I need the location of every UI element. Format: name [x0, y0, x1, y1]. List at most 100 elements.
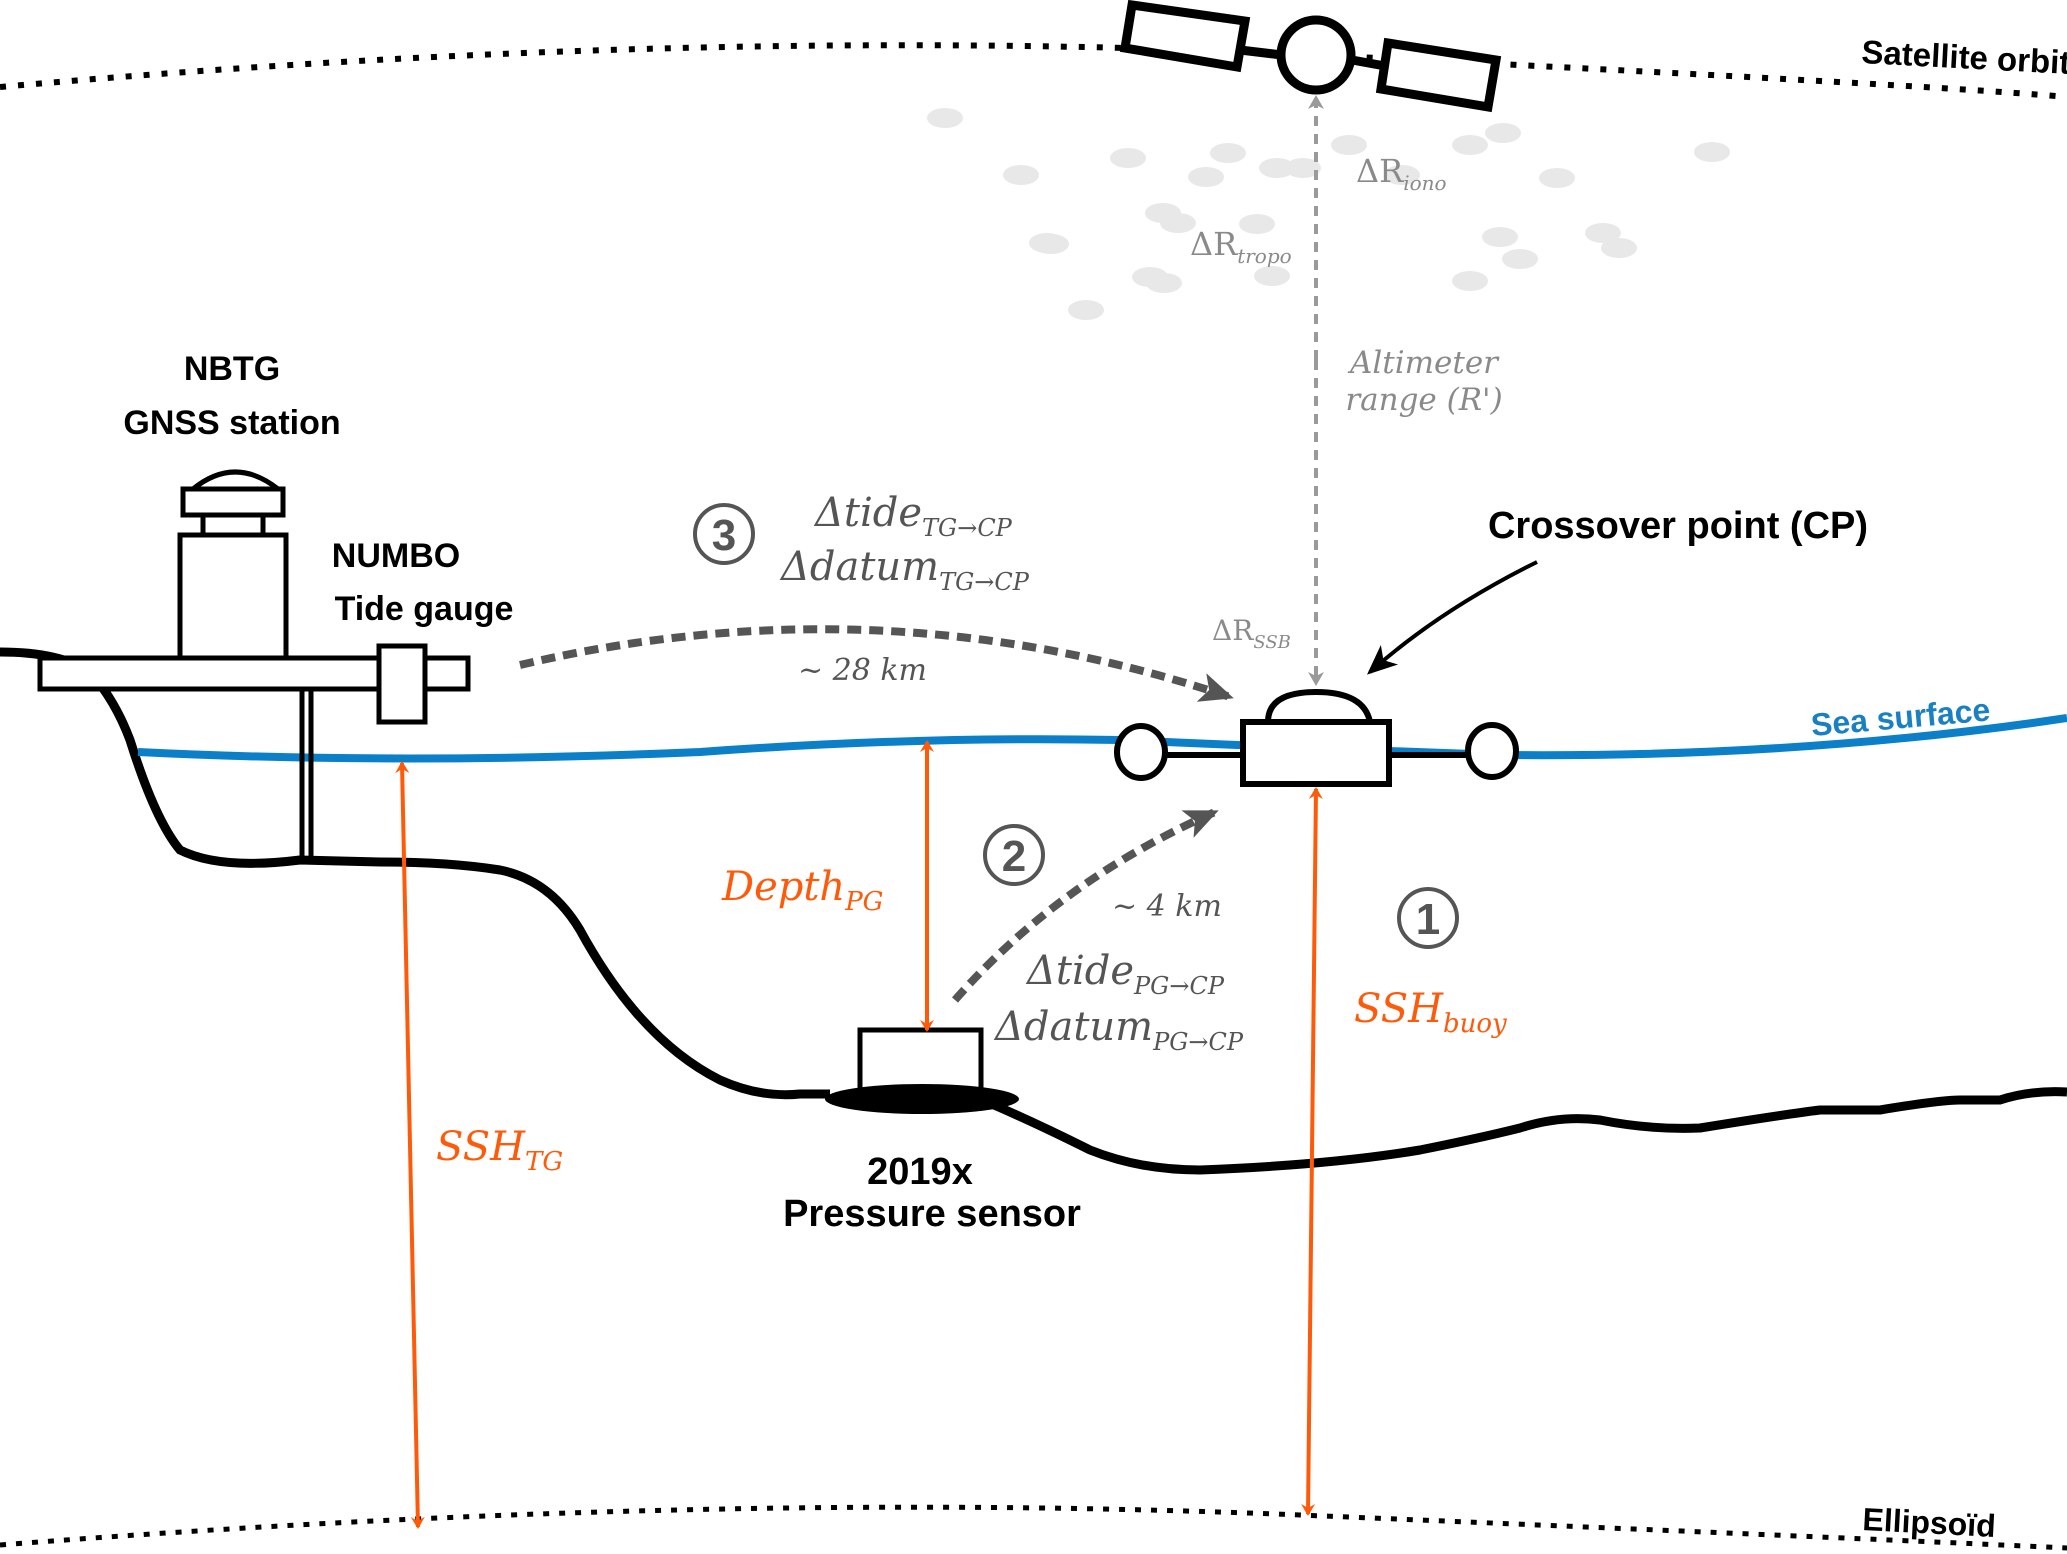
tide-gauge-icon [376, 643, 428, 725]
step-3-number: 3 [712, 511, 736, 560]
step-2-distance: ~ 4 km [1112, 889, 1222, 924]
atmosphere-dot [1452, 271, 1488, 291]
ssh-tg-label: SSHTG [436, 1124, 563, 1177]
gnss-antenna-dome [191, 469, 280, 491]
ssh-buoy-main: SSH [1354, 986, 1444, 1032]
atmosphere-dot [1254, 266, 1290, 286]
atmosphere-dot [1502, 249, 1538, 269]
altimeter-range-label-line2: range (R') [1345, 382, 1502, 418]
step-1-badge: 1 [1397, 887, 1459, 949]
step-2-datum-main: Δdatum [993, 1004, 1153, 1050]
step-3-datum-label: ΔdatumTG→CP [779, 544, 1030, 596]
delta-r-tropo-sub: tropo [1237, 244, 1291, 268]
step-2-tide-label: ΔtidePG→CP [1025, 948, 1225, 1000]
step-3-datum-main: Δdatum [779, 544, 939, 590]
step-3-badge: 3 [693, 503, 755, 565]
step-3-tide-sub: TG→CP [922, 514, 1013, 542]
crossover-point-label: Crossover point (CP) [1488, 505, 1868, 547]
atmosphere-dot [1003, 165, 1039, 185]
atmosphere-dot [1585, 223, 1621, 243]
atmosphere-dot [1210, 143, 1246, 163]
atmosphere-dots [927, 108, 1730, 320]
atmosphere-dot [1482, 227, 1518, 247]
ellipsoid-label: Ellipsoïd [1862, 1501, 1997, 1544]
step-2-number: 2 [1002, 832, 1026, 881]
buoy-body [1240, 719, 1392, 787]
step-3-datum-sub: TG→CP [939, 568, 1030, 596]
gnss-station-icon [177, 469, 289, 661]
delta-r-iono-symbol: ΔR [1356, 152, 1404, 190]
atmosphere-dot [1694, 142, 1730, 162]
step-2-tide-sub: PG→CP [1133, 972, 1225, 1000]
pressure-sensor-label-line2: Pressure sensor [783, 1193, 1081, 1235]
altimeter-range-label-line1: Altimeter [1347, 345, 1500, 381]
crossover-buoy-icon [1114, 688, 1519, 787]
atmosphere-dot [1259, 158, 1295, 178]
delta-r-tropo-label: ΔRtropo [1190, 225, 1292, 268]
tide-gauge-label-line2: Tide gauge [335, 590, 514, 628]
atmosphere-dot [1485, 123, 1521, 143]
gnss-antenna-base [180, 486, 286, 518]
step-3-distance: ~ 28 km [798, 653, 927, 688]
delta-r-ssb-sub: SSB [1253, 632, 1291, 653]
atmosphere-dot [1033, 234, 1069, 254]
gnss-station-label-line1: NBTG [184, 350, 280, 388]
atmosphere-dot [1110, 148, 1146, 168]
crossover-pointer-arrow [1367, 560, 1538, 675]
gnss-station-label-line2: GNSS station [123, 404, 340, 442]
satellite-icon [1119, 0, 1502, 113]
atmosphere-dot [1188, 167, 1224, 187]
satellite-body [1276, 15, 1356, 95]
atmosphere-dot [1068, 300, 1104, 320]
ssh-buoy-sub: buoy [1443, 1009, 1507, 1039]
delta-r-iono-sub: iono [1403, 171, 1446, 195]
transfer-arrow-pg-to-cp [951, 808, 1219, 1003]
ssh-buoy-label: SSHbuoy [1354, 986, 1507, 1039]
atmosphere-dot [1160, 213, 1196, 233]
delta-r-iono-label: ΔRiono [1356, 152, 1447, 195]
step-1-number: 1 [1416, 895, 1440, 944]
step-2-badge: 2 [983, 824, 1045, 886]
atmosphere-dot [1539, 168, 1575, 188]
atmosphere-dot [1285, 158, 1321, 178]
atmosphere-dot [1132, 267, 1168, 287]
atmosphere-dot [927, 108, 963, 128]
ssh-tg-main: SSH [436, 1124, 526, 1170]
depth-pg-label: DepthPG [721, 864, 883, 917]
step-3-tide-main: Δtide [813, 490, 922, 536]
step-3-tide-label: ΔtideTG→CP [813, 490, 1013, 542]
gnss-pillar [177, 532, 289, 661]
pressure-sensor-icon [825, 1027, 1019, 1114]
satellite-orbit-line [0, 42, 2067, 100]
pressure-sensor-label-line1: 2019x [867, 1151, 973, 1193]
step-2-datum-sub: PG→CP [1152, 1028, 1244, 1056]
depth-pg-sub: PG [844, 887, 883, 917]
ssh-buoy-arrow [1301, 787, 1323, 1516]
seafloor-line [0, 647, 2067, 1175]
solar-panel-left [1119, 0, 1251, 73]
atmosphere-dot [1601, 238, 1637, 258]
gnss-mast [200, 512, 266, 538]
tide-gauge-label-line1: NUMBO [332, 537, 460, 575]
ssh-tg-sub: TG [525, 1147, 563, 1177]
buoy-antenna-dome [1265, 688, 1373, 723]
buoy-float-left [1114, 723, 1168, 781]
delta-r-ssb-symbol: ΔR [1212, 614, 1254, 647]
step-2-tide-main: Δtide [1025, 948, 1134, 994]
atmosphere-dot [1239, 214, 1275, 234]
solar-panel-right [1375, 37, 1502, 113]
delta-r-ssb-label: ΔRSSB [1212, 614, 1291, 653]
transfer-arrow-tg-to-cp [519, 625, 1234, 702]
atmosphere-dot [1452, 135, 1488, 155]
ssh-tg-arrow [395, 761, 425, 1529]
satellite-orbit-label: Satellite orbit [1861, 33, 2067, 81]
step-2-datum-label: ΔdatumPG→CP [993, 1004, 1244, 1056]
atmosphere-dot [1331, 135, 1367, 155]
depth-pg-main: Depth [721, 864, 845, 910]
buoy-float-right [1465, 722, 1519, 780]
atmosphere-dot [1384, 165, 1420, 185]
delta-r-tropo-symbol: ΔR [1190, 225, 1238, 263]
ellipsoid-line [0, 1504, 2067, 1551]
